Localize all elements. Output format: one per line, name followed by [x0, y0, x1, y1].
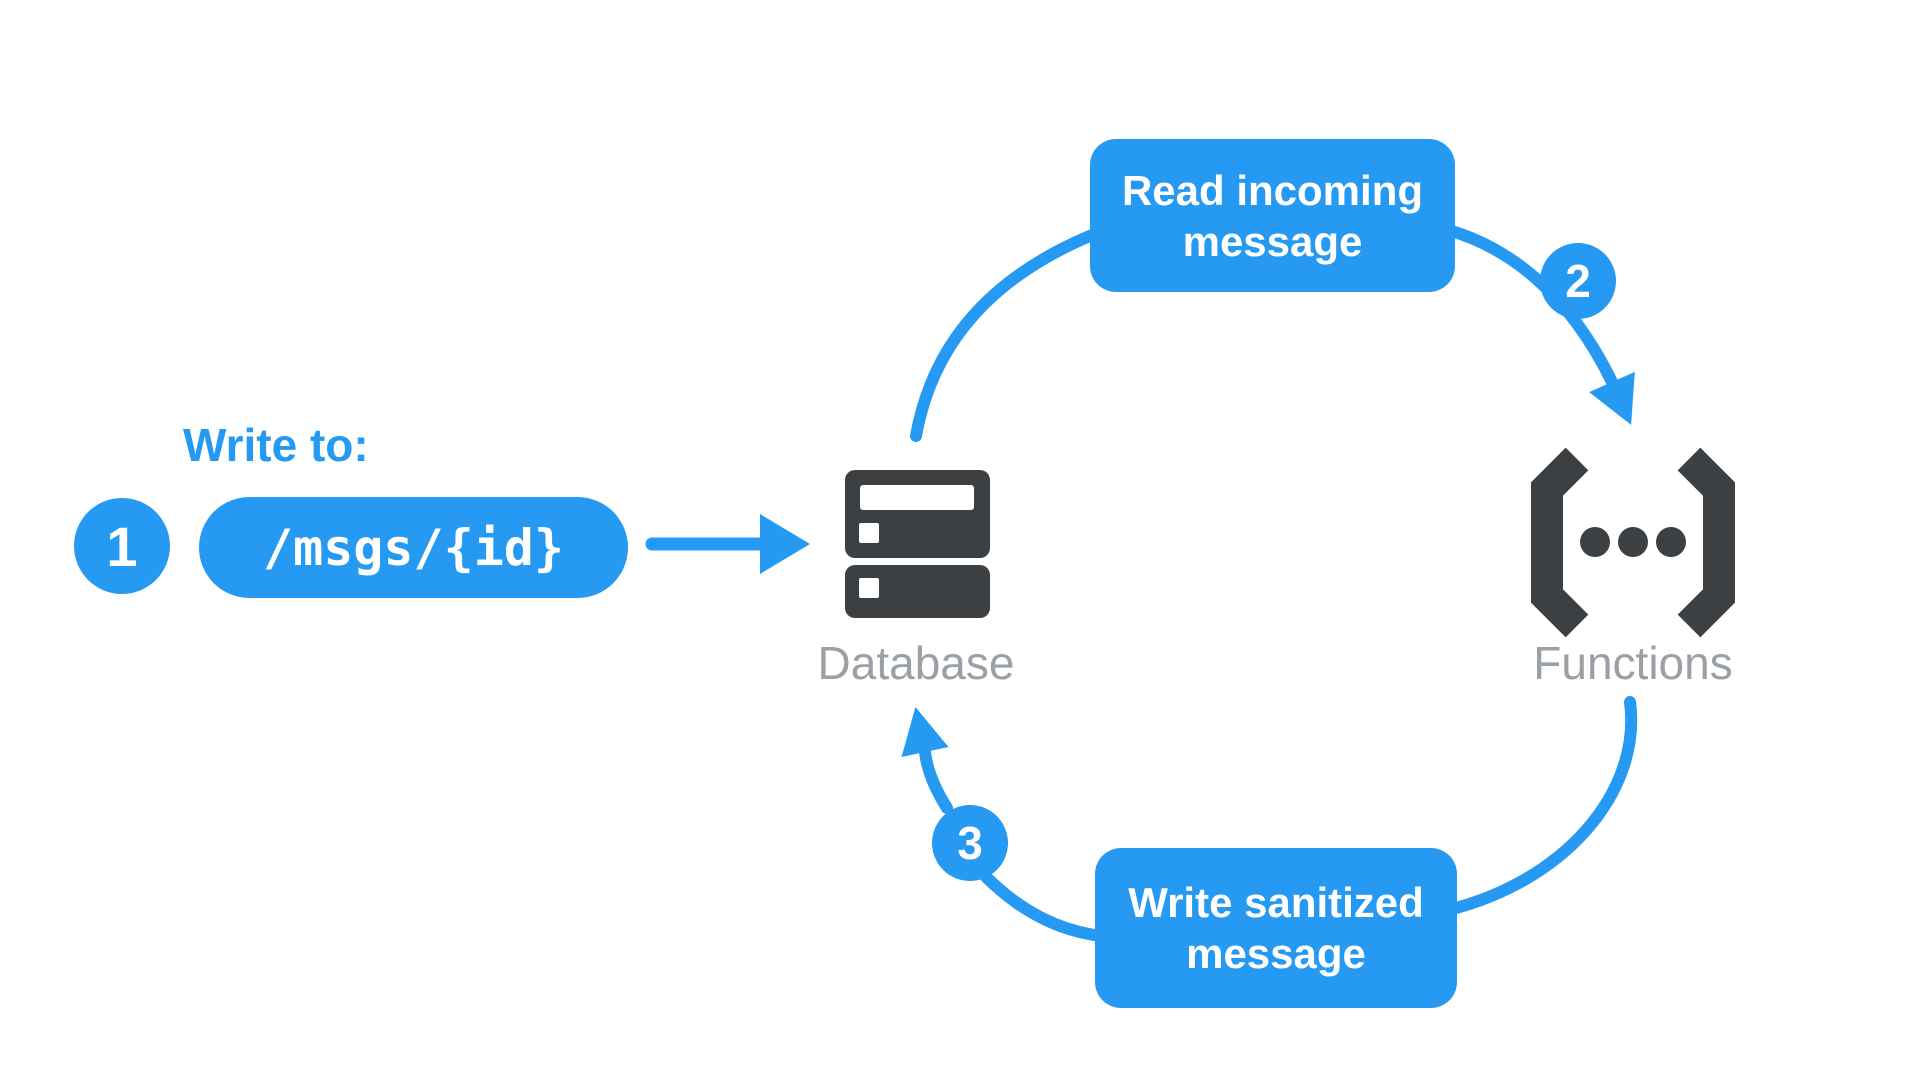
read-message-box: Read incoming message	[1090, 139, 1455, 292]
step-2-badge: 2	[1540, 243, 1616, 319]
arrow-badge3-to-database	[901, 707, 953, 814]
step-1-number: 1	[106, 514, 138, 578]
path-pill: /msgs/{id}	[199, 497, 628, 598]
functions-label: Functions	[1533, 637, 1733, 689]
arc-functions-to-writebox	[1434, 696, 1638, 918]
path-pill-label: /msgs/{id}	[262, 518, 565, 577]
write-arrow	[645, 514, 810, 574]
database-server-icon	[845, 470, 990, 618]
arc-database-to-readbox	[910, 222, 1116, 442]
arc-readbox-to-functions	[1442, 224, 1635, 425]
functions-brackets-icon	[1531, 447, 1735, 638]
step-2-number: 2	[1565, 255, 1591, 307]
database-label: Database	[817, 637, 1015, 689]
write-to-label: Write to:	[183, 419, 369, 471]
step-1-badge: 1	[74, 498, 170, 594]
step-3-badge: 3	[932, 805, 1008, 881]
write-message-box: Write sanitized message	[1095, 848, 1457, 1008]
read-message-box-label: Read incoming message	[1121, 166, 1424, 265]
write-message-box-label: Write sanitized message	[1128, 879, 1424, 977]
step-3-number: 3	[957, 817, 983, 869]
